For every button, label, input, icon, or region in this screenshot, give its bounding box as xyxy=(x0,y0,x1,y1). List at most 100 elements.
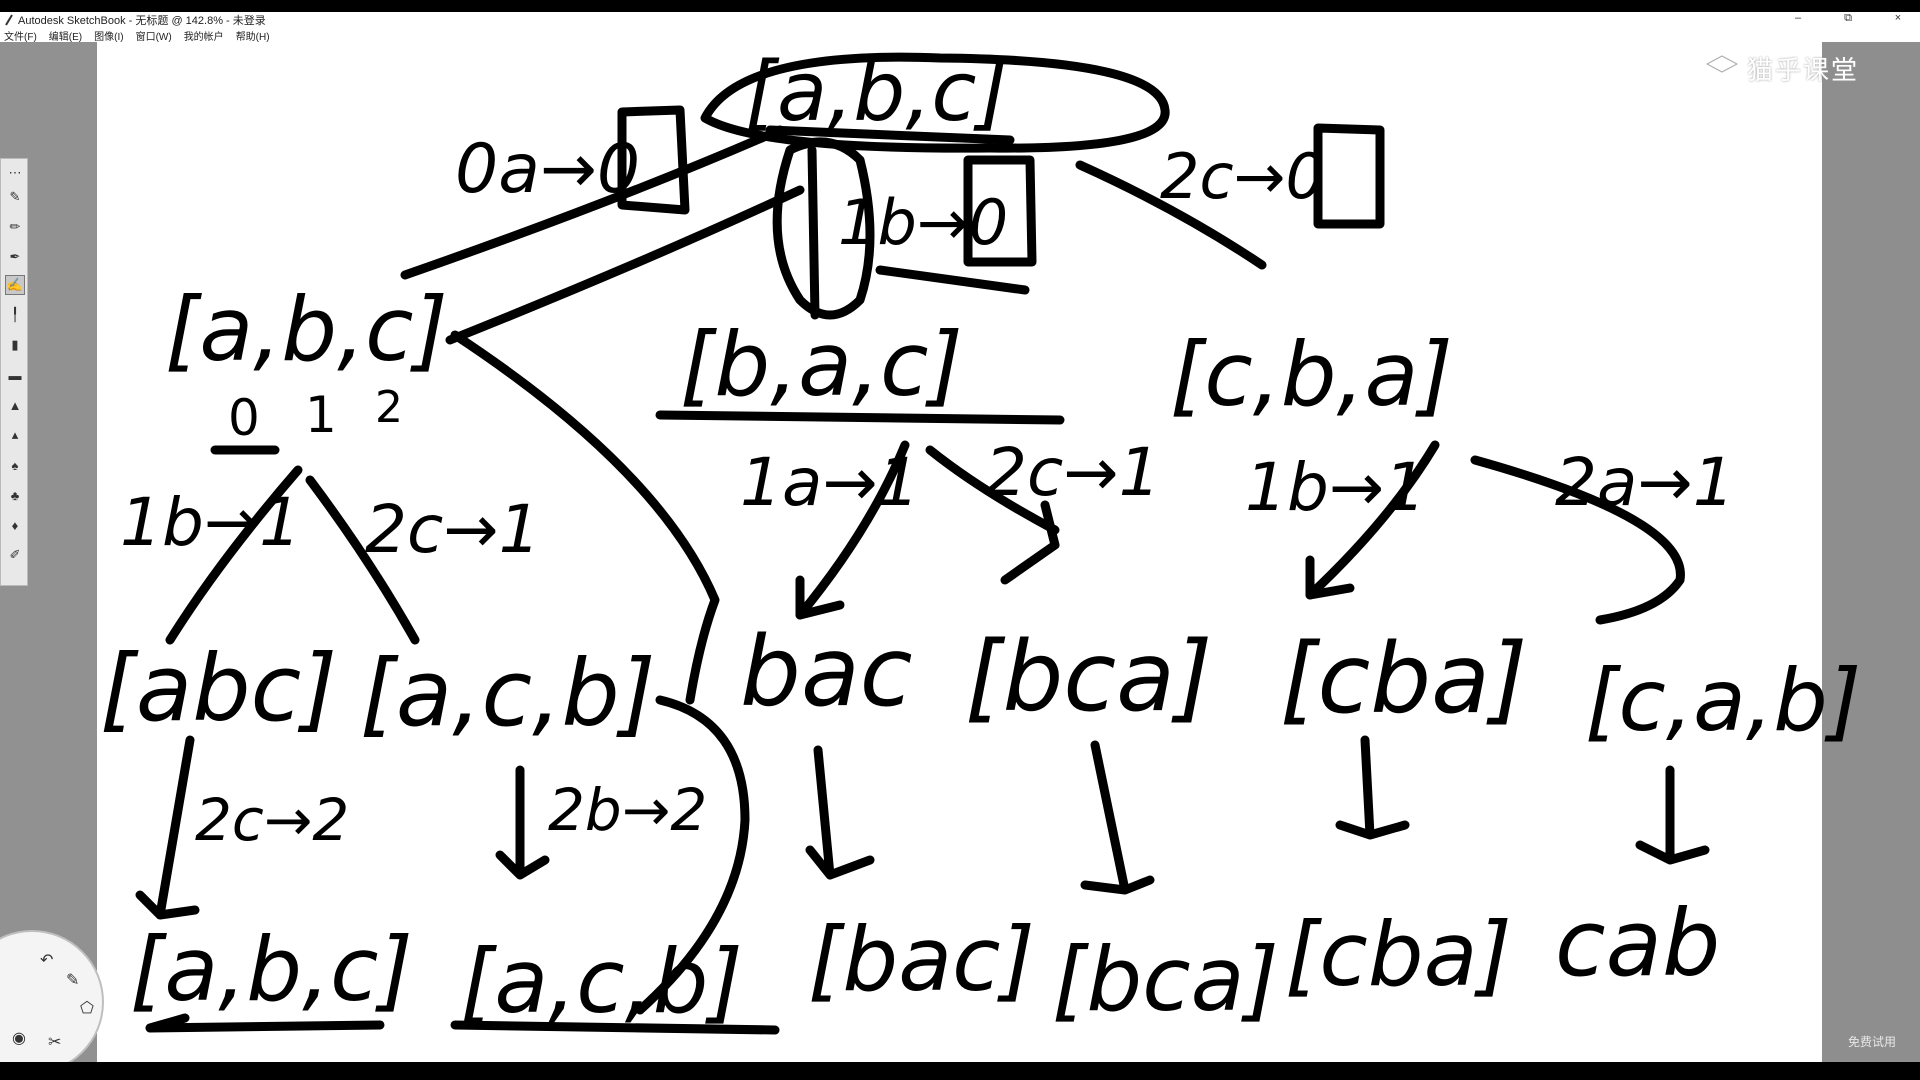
brush-tool-icon[interactable]: ╿ xyxy=(11,307,19,322)
shape-icon[interactable]: ⬠ xyxy=(80,1000,94,1017)
level1-step-1: 2c→1 xyxy=(365,491,541,568)
title-bar: Autodesk SketchBook - 无标题 @ 142.8% - 未登录… xyxy=(0,12,1920,28)
trial-label: 免费试用 xyxy=(1848,1035,1897,1049)
edge-root-right xyxy=(1075,160,1267,270)
root-step-right: 2c→0 xyxy=(1160,140,1325,213)
arrow-bca-down xyxy=(1080,740,1155,895)
level1-step-0: 1b→1 xyxy=(120,484,301,561)
level1-step-4: 1b→1 xyxy=(1245,449,1426,526)
paint-brush-tool-icon[interactable]: ♠ xyxy=(11,457,19,473)
edge-cba-left xyxy=(1305,440,1440,600)
level1-step-3: 2c→1 xyxy=(985,434,1161,511)
arrow-acb-down xyxy=(495,765,550,880)
edge-acb-curve xyxy=(635,695,750,1015)
arrow-bac-right xyxy=(1000,500,1060,585)
level1-node-0: [a,b,c] xyxy=(165,278,448,381)
sketchbook-app-icon xyxy=(5,14,13,26)
menu-edit[interactable]: 编辑(E) xyxy=(48,31,83,43)
box-mid-stroke xyxy=(963,155,1037,267)
felt-pen-tool-icon[interactable]: ♦ xyxy=(11,517,19,533)
airbrush-tool-icon[interactable]: ✎ xyxy=(9,189,21,204)
index-label-2: 2 xyxy=(375,382,403,433)
arrow-bac-left xyxy=(795,575,845,620)
minimize-button[interactable]: – xyxy=(1794,12,1802,24)
underline-bac xyxy=(655,410,1065,425)
level1-node-2: [c,b,a] xyxy=(1170,323,1453,426)
undo-icon[interactable]: ↶ xyxy=(40,952,54,969)
level3-node-5: cab xyxy=(1555,890,1720,997)
menu-file[interactable]: 文件(F) xyxy=(4,31,37,43)
window-title: Autodesk SketchBook - 无标题 @ 142.8% - 未登录 xyxy=(18,15,266,27)
menu-help[interactable]: 帮助(H) xyxy=(235,31,270,43)
menu-account[interactable]: 我的帐户 xyxy=(183,31,224,43)
watermark-brand: 猫乎课堂 xyxy=(1747,55,1860,85)
level2-node-0: [abc] xyxy=(100,635,337,742)
palette-options-icon[interactable]: ⋯ xyxy=(8,165,22,180)
color-icon[interactable]: ◉ xyxy=(12,1030,26,1047)
menu-bar: 文件(F) 编辑(E) 图像(I) 窗口(W) 我的帐户 帮助(H) xyxy=(0,28,1920,43)
brush-icon[interactable]: ✎ xyxy=(66,972,80,989)
window-controls: – ⧉ × xyxy=(1788,12,1908,25)
watermark: 猫乎课堂 xyxy=(1705,50,1859,87)
level3-node-2: [bac] xyxy=(808,908,1035,1011)
right-gutter xyxy=(1822,42,1920,1062)
menu-image[interactable]: 图像(I) xyxy=(94,31,124,43)
mid-circle-stroke xyxy=(772,137,875,320)
box-left-stroke xyxy=(617,105,690,215)
root-step-left: 0a→0 xyxy=(455,130,640,209)
root-step-mid: 1b→0 xyxy=(838,186,1008,259)
level1-node-1: [b,a,c] xyxy=(680,313,963,416)
calligraphy-tool-icon[interactable]: ▴ xyxy=(11,427,19,442)
level1-step-5: 2a→1 xyxy=(1555,444,1735,521)
level3-node-1: [a,c,b] xyxy=(460,930,743,1033)
screen-top-border xyxy=(0,0,1920,12)
level2-node-3: [bca] xyxy=(965,621,1212,733)
menu-window[interactable]: 窗口(W) xyxy=(135,31,172,43)
arrow-cba-down xyxy=(1335,735,1410,840)
level2-node-2: bac xyxy=(740,616,913,728)
ink-pen-tool-icon[interactable]: ▲ xyxy=(8,397,22,413)
edge-bac-right xyxy=(925,445,1060,535)
screen-bottom-border xyxy=(0,1062,1920,1080)
drawing-canvas[interactable] xyxy=(97,42,1822,1062)
level2-step-0: 2c→2 xyxy=(195,786,349,854)
edge-abc-long xyxy=(450,330,720,705)
smudge-tool-icon[interactable]: ♣ xyxy=(10,487,20,503)
level2-node-1: [a,c,b] xyxy=(360,640,656,747)
root-strike xyxy=(765,125,1015,145)
brush-palette: ⋯ ✎ ✏ ✒ ✍ ╿ ▮ ▬ ▲ ▴ ♠ ♣ ♦ ✐ xyxy=(0,158,28,586)
box-mid-underline xyxy=(875,265,1030,295)
close-button[interactable]: × xyxy=(1894,12,1902,24)
arrow-abc-bottom xyxy=(145,1013,385,1033)
underline-acb-bottom xyxy=(450,1020,780,1035)
index-label-0: 0 xyxy=(228,389,260,447)
level1-step-2: 1a→1 xyxy=(740,444,920,521)
box-right-stroke xyxy=(1313,123,1385,229)
level2-node-5: [c,a,b] xyxy=(1585,651,1861,751)
brush-settings-icon[interactable]: ✐ xyxy=(9,547,21,562)
edge-cba-right xyxy=(1470,455,1685,625)
arrow-cab-down xyxy=(1635,765,1710,865)
arrow-bac-down xyxy=(805,745,875,880)
edge-root-left-2 xyxy=(445,185,805,345)
chisel-tool-icon[interactable]: ▮ xyxy=(11,337,19,352)
restore-button[interactable]: ⧉ xyxy=(1844,12,1852,24)
edge-abc-right xyxy=(305,475,420,645)
level3-node-3: [bca] xyxy=(1052,928,1279,1031)
watermark-logo-icon xyxy=(1705,54,1739,81)
level3-node-0: [a,b,c] xyxy=(130,918,413,1021)
edge-abc-left xyxy=(165,465,303,645)
eraser-tool-icon[interactable]: ▬ xyxy=(8,367,22,383)
level2-step-1: 2b→2 xyxy=(548,776,707,844)
ballpoint-pen-tool-icon[interactable]: ✍ xyxy=(5,275,25,295)
select-icon[interactable]: ✂ xyxy=(48,1034,62,1051)
mid-vertical-strike xyxy=(807,145,820,320)
level2-node-4: [cba] xyxy=(1280,623,1527,735)
marker-tool-icon[interactable]: ✒ xyxy=(9,249,21,264)
level3-node-4: [cba] xyxy=(1285,903,1512,1006)
arrow-abc-down xyxy=(135,735,200,920)
root-label: [a,b,c] xyxy=(745,45,1009,140)
arrow-cba-left xyxy=(1305,555,1355,600)
pencil-tool-icon[interactable]: ✏ xyxy=(9,219,21,234)
